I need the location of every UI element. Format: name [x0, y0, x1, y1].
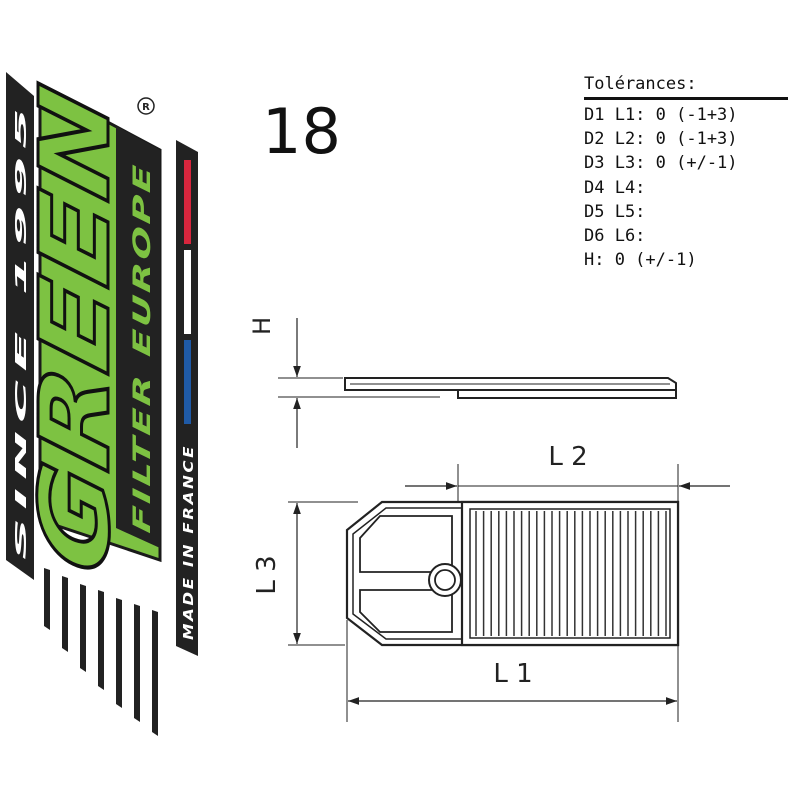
logo-origin-text: MADE IN FRANCE	[182, 444, 197, 640]
logo-tagline: FILTER EUROPE	[128, 160, 156, 535]
filter-side-view: H	[248, 317, 677, 448]
side-view-lower-body	[457, 389, 677, 399]
logo-tagline-band	[116, 126, 160, 548]
logo-since-band	[6, 72, 34, 580]
flag-blue-stripe	[184, 340, 191, 424]
pleated-filter-panel	[469, 508, 671, 639]
tolerance-row-d2: D2 L2: 0 (-1+3)	[584, 129, 738, 150]
tolerance-row-d5: D5 L5:	[584, 201, 646, 222]
tolerance-row-h: H: 0 (+/-1)	[584, 250, 697, 271]
tolerance-row-d3: D3 L3: 0 (+/-1)	[584, 153, 738, 174]
dimension-label-l2: L 2	[548, 442, 587, 472]
logo-speed-lines	[44, 568, 158, 736]
dimension-label-h: H	[248, 317, 276, 335]
tolerance-row-d4: D4 L4:	[584, 177, 646, 198]
registered-mark-circle	[137, 97, 155, 115]
housing-round-port-inner	[434, 569, 456, 591]
product-reference-number: 18	[262, 95, 341, 168]
dimension-label-l1: L 1	[493, 659, 532, 689]
dimension-label-l3: L 3	[252, 555, 282, 594]
green-filter-europe-logo: SINCE 1995 GREEN FILTER EUROPE R MADE IN…	[6, 72, 198, 736]
tolerances-table: Tolérances: D1 L1: 0 (-1+3) D2 L2: 0 (-1…	[584, 72, 788, 272]
tolerances-title: Tolérances:	[584, 72, 788, 100]
flag-red-stripe	[184, 160, 191, 244]
tolerance-row-d1: D1 L1: 0 (-1+3)	[584, 105, 738, 125]
tolerance-row-d6: D6 L6:	[584, 226, 646, 247]
filter-top-view: L 2 L 3 L 1	[252, 442, 730, 722]
registered-mark: R	[142, 102, 150, 113]
logo-wordmark: GREEN	[19, 76, 130, 584]
flag-white-stripe	[184, 250, 191, 334]
logo-since-text: SINCE 1995	[12, 100, 30, 560]
filter-pleats	[475, 511, 667, 636]
